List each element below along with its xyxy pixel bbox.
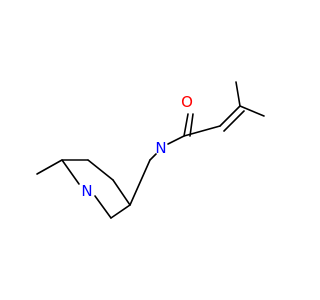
bond-alkene-c-c xyxy=(219,105,241,127)
bond-methyl-b xyxy=(235,81,241,107)
bond-carbonyl-c-o-double xyxy=(189,113,194,137)
bond-methyl-a xyxy=(239,105,265,117)
atom-label-pyridine-nitrogen: N xyxy=(81,182,92,200)
bond-c6-n1 xyxy=(61,159,80,185)
bond-ch2-n2 xyxy=(149,153,157,161)
bond-carbonyl-c-o xyxy=(183,113,189,137)
bond-c2-c3 xyxy=(110,204,131,219)
atom-label-carbonyl-oxygen: O xyxy=(181,93,193,111)
molecule-structure: N N O xyxy=(36,81,265,219)
bond-alkene-double xyxy=(223,110,245,132)
bond-c3-ch2 xyxy=(129,159,151,206)
bond-c4-c5 xyxy=(87,159,114,181)
atom-label-layer: N N O xyxy=(81,93,193,200)
bond-n1-c2 xyxy=(94,195,112,219)
bond-methyl-c6 xyxy=(36,159,63,175)
bond-amide-c-alkene xyxy=(183,125,221,137)
bond-n2-c-amide xyxy=(167,135,185,145)
bond-layer xyxy=(36,81,265,219)
bond-c3-c4 xyxy=(112,179,131,206)
atom-label-amide-nitrogen: N xyxy=(155,139,166,157)
